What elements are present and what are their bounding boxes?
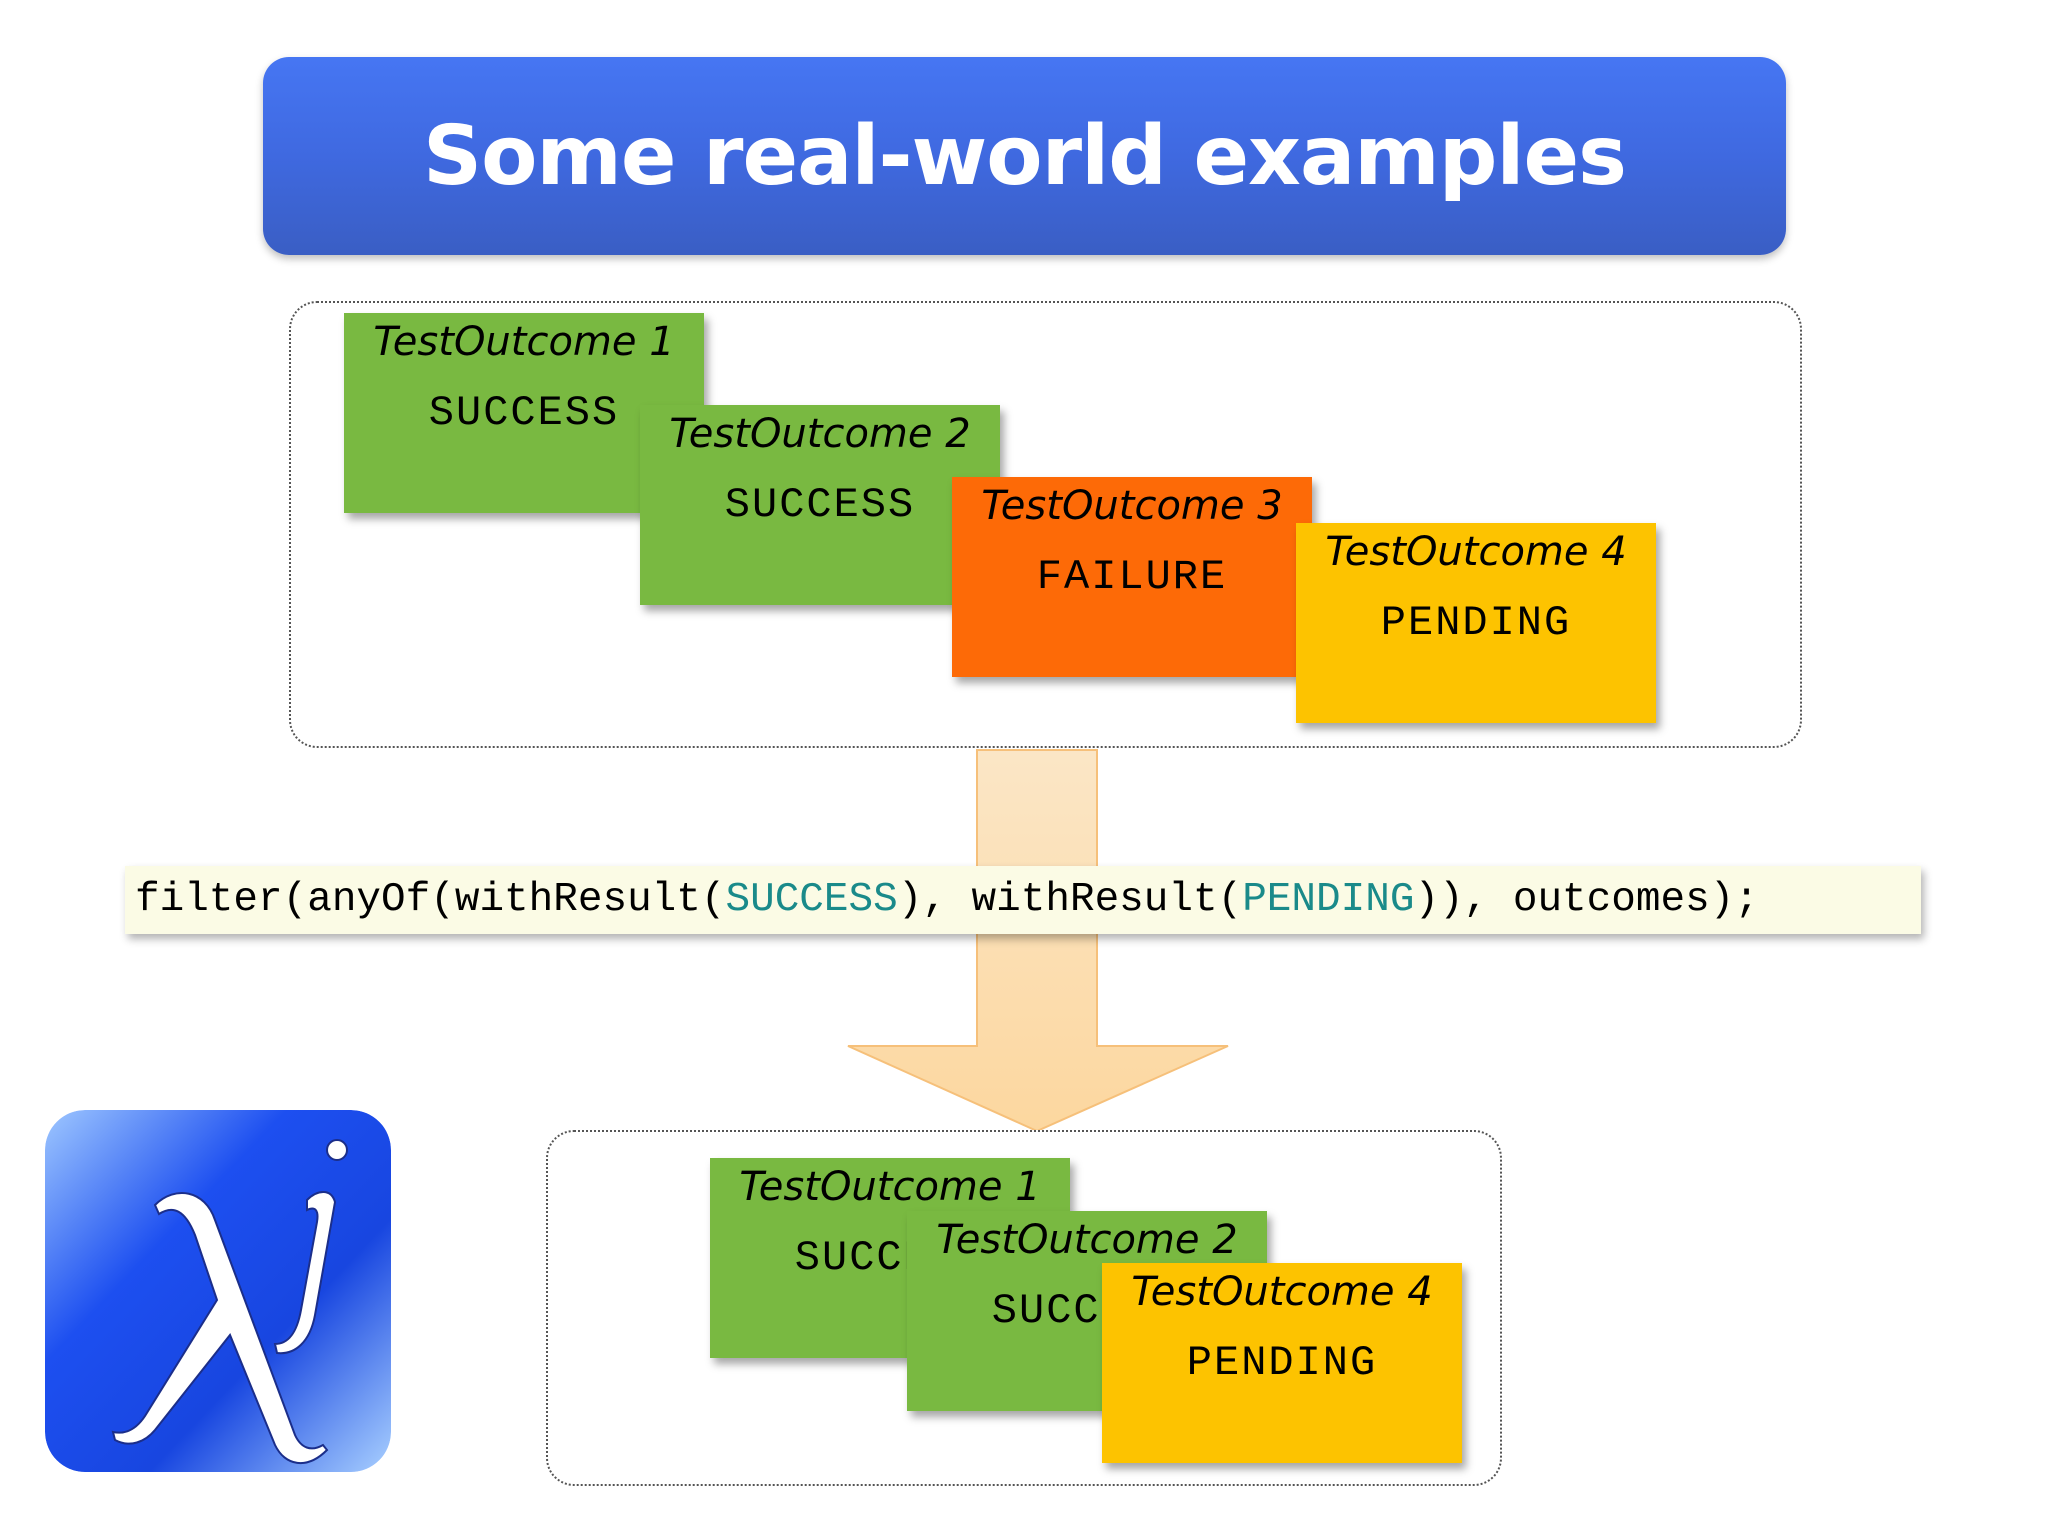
code-text: filter(anyOf(withResult( bbox=[135, 877, 726, 923]
filter-code-line: filter(anyOf(withResult(SUCCESS), withRe… bbox=[125, 866, 1921, 934]
outcome-name: TestOutcome 4 bbox=[1325, 529, 1627, 575]
title-banner: Some real-world examples bbox=[263, 57, 1786, 255]
outcome-name: TestOutcome 1 bbox=[373, 319, 675, 365]
outcome-status: SUCCESS bbox=[428, 389, 620, 437]
outcome-name: TestOutcome 4 bbox=[1131, 1269, 1433, 1315]
outcome-name: TestOutcome 2 bbox=[669, 411, 971, 457]
outcome-name: TestOutcome 1 bbox=[739, 1164, 1041, 1210]
input-outcome-card-3: TestOutcome 3 FAILURE bbox=[952, 477, 1312, 677]
code-text: )), outcomes); bbox=[1414, 877, 1759, 923]
outcome-name: TestOutcome 2 bbox=[936, 1217, 1238, 1263]
input-outcome-card-2: TestOutcome 2 SUCCESS bbox=[640, 405, 1000, 605]
code-text: ), withResult( bbox=[897, 877, 1243, 923]
down-arrow-icon bbox=[847, 749, 1229, 1133]
code-constant-pending: PENDING bbox=[1242, 877, 1415, 923]
lambda-j-logo-icon bbox=[45, 1110, 391, 1472]
code-constant-success: SUCCESS bbox=[725, 877, 898, 923]
output-outcome-card-3: TestOutcome 4 PENDING bbox=[1102, 1263, 1462, 1463]
outcome-status: PENDING bbox=[1186, 1339, 1378, 1387]
outcome-status: FAILURE bbox=[1036, 553, 1228, 601]
outcome-status: PENDING bbox=[1380, 599, 1572, 647]
input-outcome-card-4: TestOutcome 4 PENDING bbox=[1296, 523, 1656, 723]
outcome-name: TestOutcome 3 bbox=[981, 483, 1283, 529]
input-outcome-card-1: TestOutcome 1 SUCCESS bbox=[344, 313, 704, 513]
outcome-status: SUCCESS bbox=[724, 481, 916, 529]
slide-title: Some real-world examples bbox=[423, 108, 1627, 204]
